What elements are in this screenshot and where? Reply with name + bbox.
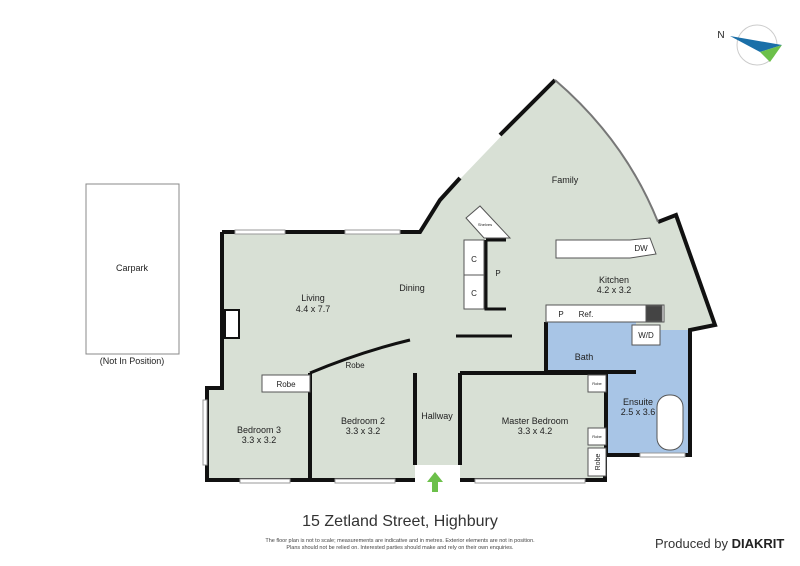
dishwasher-label: DW — [634, 244, 648, 253]
carpark-label: Carpark — [116, 263, 149, 273]
kitchen-pantry-label: P — [558, 310, 563, 319]
produced-by: Produced by DIAKRIT — [655, 536, 784, 551]
brand-logo: DIAKRIT — [731, 536, 785, 551]
hallway-label: Hallway — [421, 411, 453, 421]
bedroom2-size: 3.3 x 3.2 — [346, 426, 381, 436]
bedroom3-label: Bedroom 3 — [237, 425, 281, 435]
compass-icon — [730, 24, 782, 66]
robe-m1-label: Robe — [592, 381, 602, 386]
cupboard-2 — [463, 274, 485, 310]
disclaimer-line-2: Plans should not be relied on. Intereste… — [286, 545, 514, 551]
robe-m2-label: Robe — [592, 434, 602, 439]
disclaimer-line-1: The floor plan is not to scale; measurem… — [265, 538, 535, 544]
cupboard-1-label: C — [471, 255, 477, 264]
wd-unit — [631, 324, 661, 346]
ensuite-size: 2.5 x 3.6 — [621, 407, 656, 417]
robe-m3 — [587, 447, 607, 477]
kitchen-label: Kitchen — [599, 275, 629, 285]
entry-arrow-icon — [427, 472, 443, 492]
bedroom3-size: 3.3 x 3.2 — [242, 435, 277, 445]
cooktop — [645, 305, 663, 322]
cupboard-2-label: C — [471, 289, 477, 298]
ensuite-label: Ensuite — [623, 397, 653, 407]
shelves-label: Shelves — [478, 222, 492, 227]
bathtub — [656, 394, 684, 451]
robe-m3-label: Robe — [595, 454, 602, 471]
kitchen-size: 4.2 x 3.2 — [597, 285, 632, 295]
pantry-label: P — [495, 269, 500, 278]
compass-north-label: N — [717, 30, 724, 41]
address-title: 15 Zetland Street, Highbury — [302, 513, 498, 530]
living-label: Living — [301, 293, 325, 303]
kitchen-island — [555, 237, 657, 259]
windows — [202, 229, 686, 484]
robe-b3-label: Robe — [276, 380, 296, 389]
shelves-unit — [465, 205, 512, 239]
dining-label: Dining — [399, 283, 425, 293]
kitchen-bench — [545, 304, 665, 323]
bath-label: Bath — [575, 352, 594, 362]
fireplace — [224, 309, 240, 339]
bedroom2-label: Bedroom 2 — [341, 416, 385, 426]
carpark-area — [85, 183, 180, 355]
washer-dryer-label: W/D — [638, 331, 654, 340]
pantry-wall — [484, 238, 506, 311]
fridge-label: Ref. — [579, 310, 594, 319]
master-size: 3.3 x 4.2 — [518, 426, 553, 436]
produced-by-text: Produced by — [655, 536, 728, 551]
master-label: Master Bedroom — [502, 416, 569, 426]
robe-m1 — [587, 374, 607, 393]
family-label: Family — [552, 175, 579, 185]
living-size: 4.4 x 7.7 — [296, 304, 331, 314]
robe-b3 — [261, 374, 311, 393]
robe-m2 — [587, 427, 607, 446]
robe-b2-label: Robe — [345, 361, 365, 370]
carpark-note: (Not In Position) — [100, 356, 165, 366]
disclaimer: The floor plan is not to scale; measurem… — [240, 538, 560, 552]
